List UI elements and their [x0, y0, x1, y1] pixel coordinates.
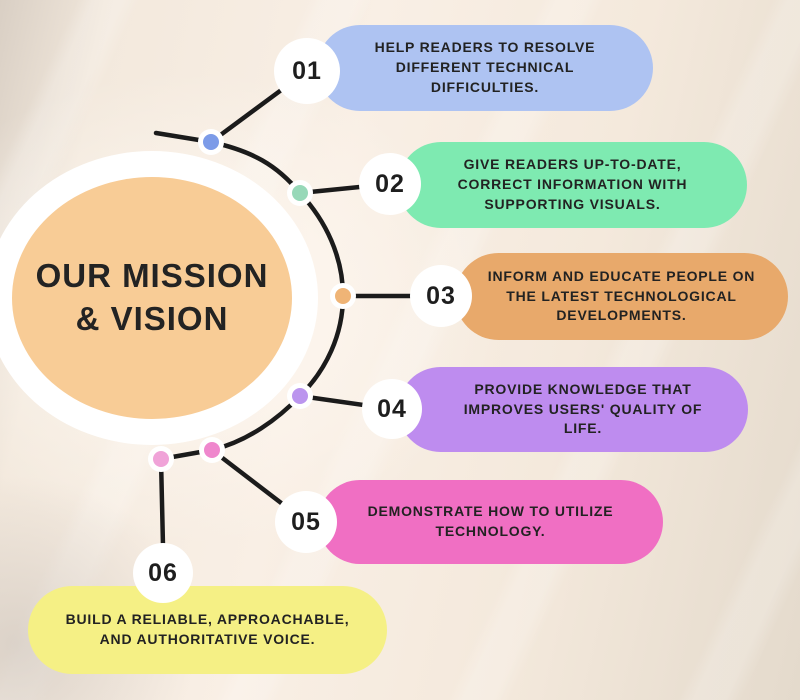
mission-pill-5: DEMONSTRATE HOW TO UTILIZE TECHNOLOGY. — [318, 480, 663, 564]
item-number-circle-1: 01 — [274, 38, 340, 104]
mission-pill-4-text: PROVIDE KNOWLEDGE THAT IMPROVES USERS' Q… — [463, 380, 703, 437]
item-number-circle-5: 05 — [275, 491, 337, 553]
node-dot-2-ring — [287, 180, 313, 206]
item-number-2: 02 — [375, 169, 405, 198]
item-number-circle-6: 06 — [133, 543, 193, 603]
mission-pill-3: INFORM AND EDUCATE PEOPLE ON THE LATEST … — [455, 253, 788, 340]
node-dot-4 — [292, 388, 308, 404]
mission-pill-1: HELP READERS TO RESOLVE DIFFERENT TECHNI… — [317, 25, 653, 111]
node-dot-3 — [335, 288, 351, 304]
node-dot-3-ring — [330, 283, 356, 309]
mission-pill-6: BUILD A RELIABLE, APPROACHABLE, AND AUTH… — [28, 586, 387, 674]
mission-pill-3-text: INFORM AND EDUCATE PEOPLE ON THE LATEST … — [487, 267, 756, 324]
mission-pill-4: PROVIDE KNOWLEDGE THAT IMPROVES USERS' Q… — [398, 367, 748, 452]
item-number-6: 06 — [148, 558, 178, 587]
page-title-line1: OUR MISSION — [35, 257, 269, 295]
item-number-4: 04 — [377, 394, 407, 423]
node-dot-4-ring — [287, 383, 313, 409]
spoke-to-item-6 — [158, 456, 166, 549]
node-dot-5-ring — [199, 437, 225, 463]
item-number-3: 03 — [426, 281, 456, 310]
mission-pill-1-text: HELP READERS TO RESOLVE DIFFERENT TECHNI… — [374, 39, 596, 95]
page-title: OUR MISSION & VISION — [36, 255, 269, 341]
item-number-5: 05 — [291, 507, 321, 536]
item-number-circle-4: 04 — [362, 379, 422, 439]
item-number-1: 01 — [292, 56, 322, 85]
node-dot-6-ring — [148, 446, 174, 472]
node-dot-5 — [204, 442, 220, 458]
item-number-circle-2: 02 — [359, 153, 421, 215]
item-number-circle-3: 03 — [410, 265, 472, 327]
mission-pill-2-text: GIVE READERS UP-TO-DATE, CORRECT INFORMA… — [457, 156, 688, 212]
node-dot-6 — [153, 451, 169, 467]
node-dot-1-ring — [198, 129, 224, 155]
page-title-line2: & VISION — [75, 300, 229, 337]
center-circle: OUR MISSION & VISION — [0, 151, 318, 445]
node-dot-1 — [203, 134, 219, 150]
arc-tail-to-dot6 — [158, 447, 215, 462]
mission-pill-5-text: DEMONSTRATE HOW TO UTILIZE TECHNOLOGY. — [367, 503, 614, 539]
node-dot-2 — [292, 185, 308, 201]
mission-pill-2: GIVE READERS UP-TO-DATE, CORRECT INFORMA… — [398, 142, 747, 228]
mission-pill-6-text: BUILD A RELIABLE, APPROACHABLE, AND AUTH… — [65, 611, 350, 647]
